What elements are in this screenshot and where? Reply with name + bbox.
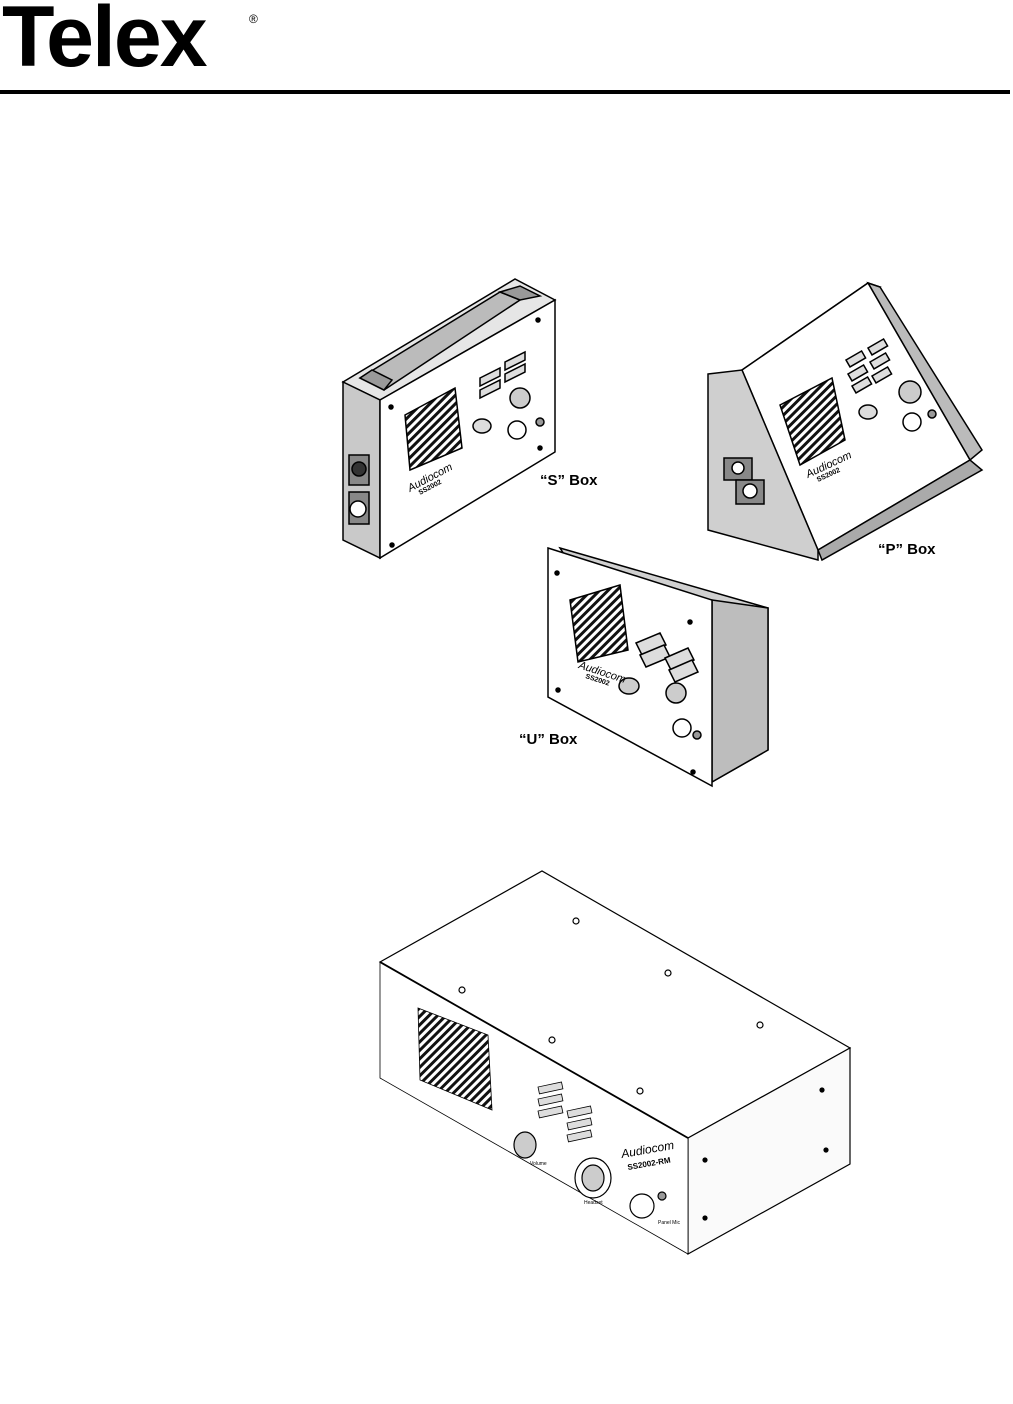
rack-panel-mic-label: Panel Mic <box>658 1220 680 1226</box>
s-box-caption: “S” Box <box>540 472 598 489</box>
rack-unit-illustration: Audiocom SS2002-RM Volume Headset Panel … <box>378 870 852 1256</box>
rack-headset-label: Headset <box>584 1200 603 1206</box>
p-box-caption: “P” Box <box>878 541 936 558</box>
u-box-illustration: Audiocom SS2002 <box>547 546 769 788</box>
registered-mark: ® <box>249 12 258 26</box>
telex-logo: Telex <box>2 0 208 85</box>
header-rule <box>0 90 1010 94</box>
p-box-illustration: Audiocom SS2002 <box>707 281 984 562</box>
u-box-caption: “U” Box <box>519 731 578 748</box>
rack-volume-label: Volume <box>530 1161 547 1167</box>
s-box-illustration: Audiocom SS2002 <box>341 278 557 560</box>
